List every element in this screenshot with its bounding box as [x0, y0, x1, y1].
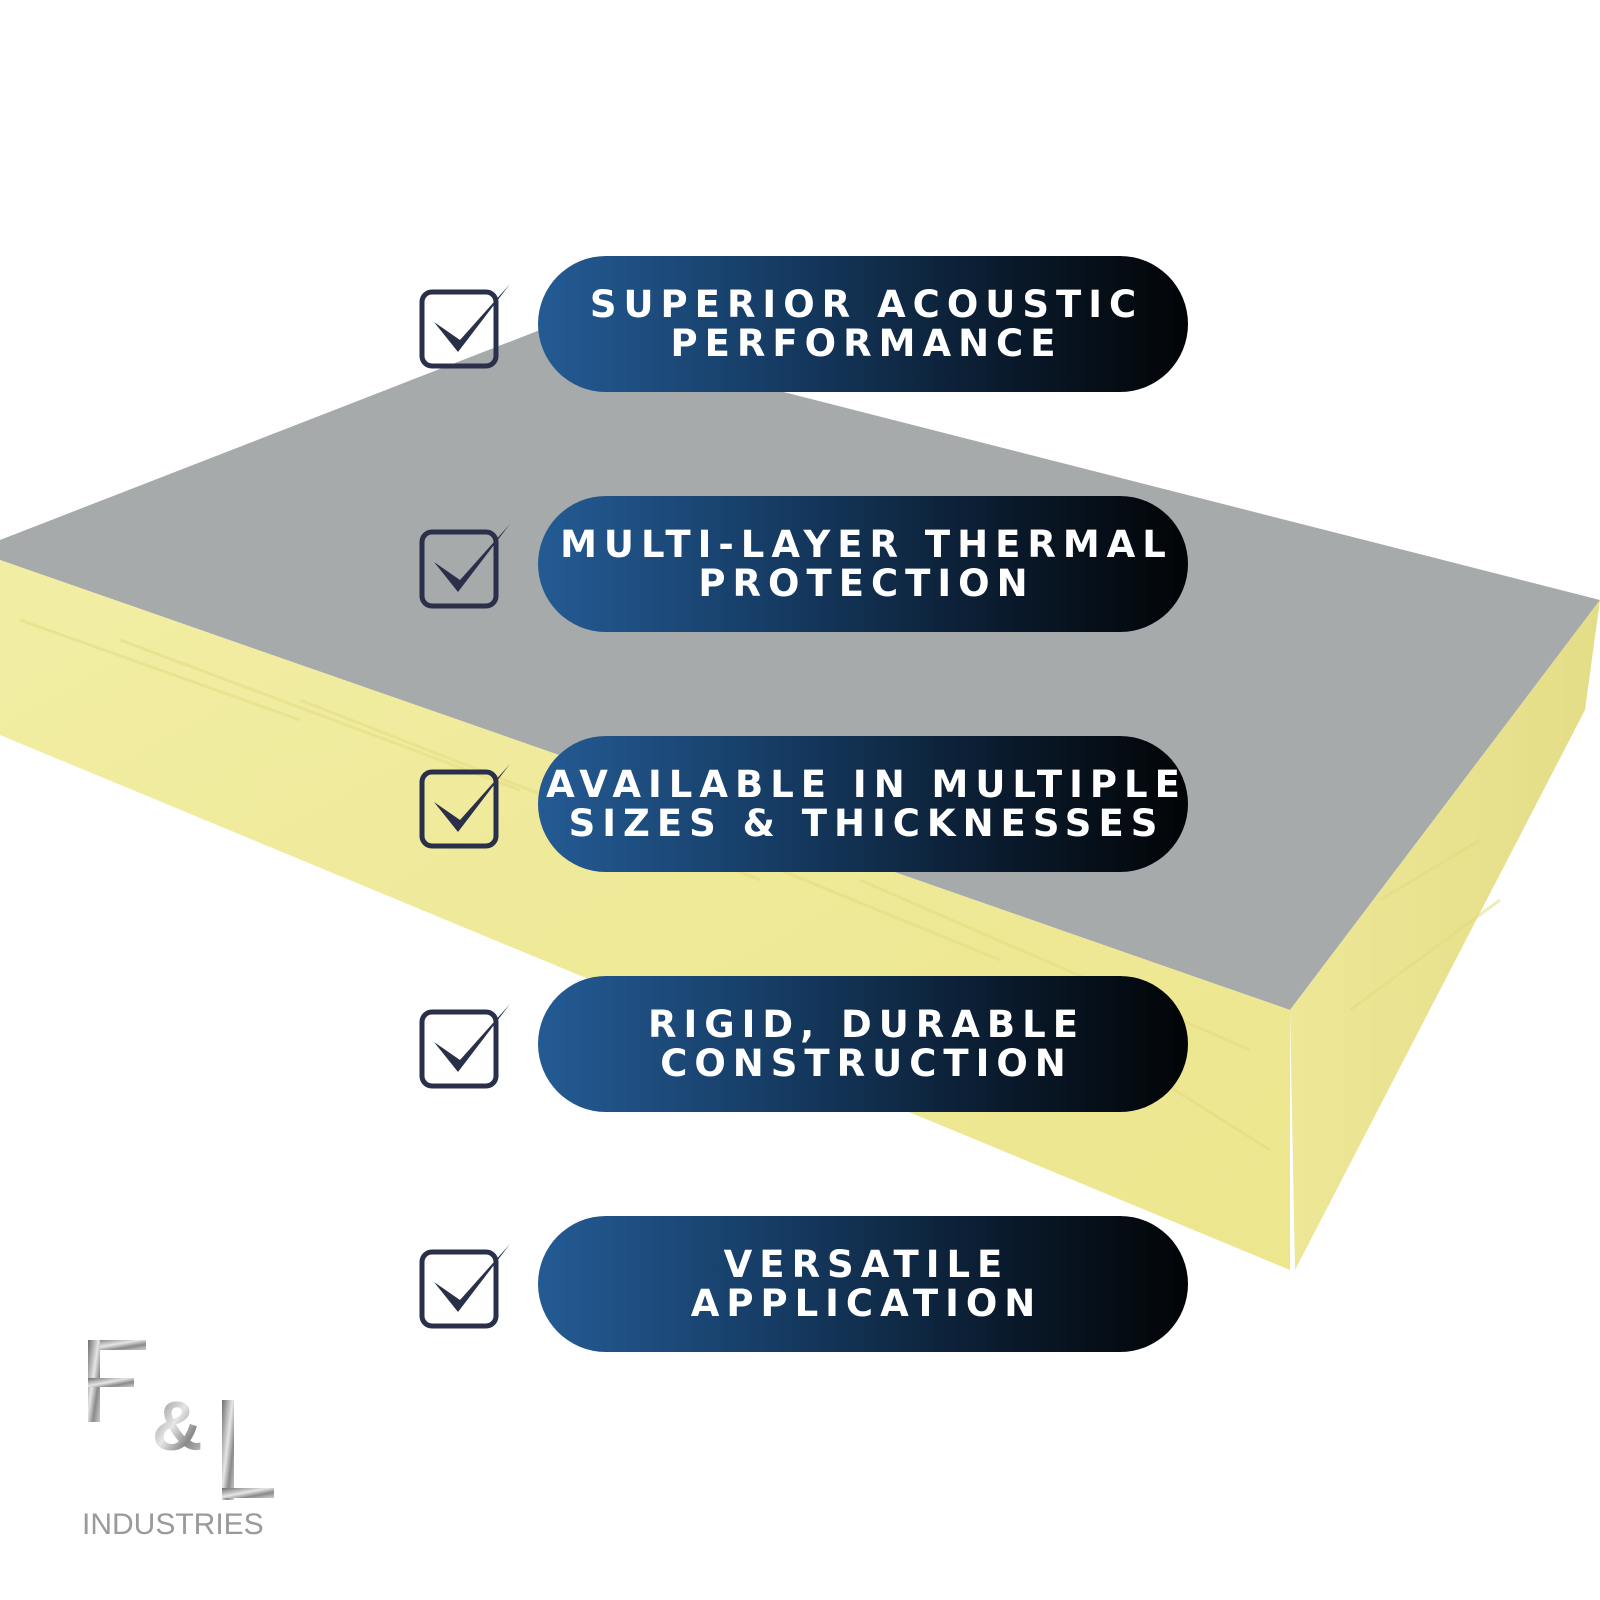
checkbox-checked-icon — [419, 1244, 510, 1329]
feature-pill: SUPERIOR ACOUSTIC PERFORMANCE — [538, 256, 1188, 392]
feature-label: VERSATILE APPLICATION — [690, 1243, 1043, 1325]
logo-wordmark: INDUSTRIES — [82, 1508, 264, 1541]
checkbox-checked-icon — [419, 524, 510, 609]
feature-label: MULTI-LAYER THERMAL PROTECTION — [560, 523, 1173, 605]
feature-item: SUPERIOR ACOUSTIC PERFORMANCE — [418, 256, 1188, 392]
board-right-side — [1290, 600, 1600, 1270]
feature-item: AVAILABLE IN MULTIPLE SIZES & THICKNESSE… — [418, 736, 1188, 872]
checkbox-checked-icon — [419, 284, 510, 369]
svg-text:&: & — [152, 1387, 203, 1465]
feature-item: RIGID, DURABLE CONSTRUCTION — [418, 976, 1188, 1112]
feature-pill: AVAILABLE IN MULTIPLE SIZES & THICKNESSE… — [538, 736, 1188, 872]
checkbox-checked-icon — [419, 1004, 510, 1089]
feature-label: SUPERIOR ACOUSTIC PERFORMANCE — [589, 283, 1144, 365]
fl-logo-mark: & — [88, 1340, 274, 1500]
feature-pill: VERSATILE APPLICATION — [538, 1216, 1188, 1352]
feature-item: VERSATILE APPLICATION — [418, 1216, 1188, 1352]
feature-pill: MULTI-LAYER THERMAL PROTECTION — [538, 496, 1188, 632]
feature-pill: RIGID, DURABLE CONSTRUCTION — [538, 976, 1188, 1112]
feature-label: RIGID, DURABLE CONSTRUCTION — [648, 1003, 1085, 1085]
checkbox-checked-icon — [419, 764, 510, 849]
board-top-face — [0, 330, 1600, 1010]
feature-item: MULTI-LAYER THERMAL PROTECTION — [418, 496, 1188, 632]
brand-logo: & INDUSTRIES — [82, 1340, 292, 1550]
feature-label: AVAILABLE IN MULTIPLE SIZES & THICKNESSE… — [546, 763, 1187, 845]
